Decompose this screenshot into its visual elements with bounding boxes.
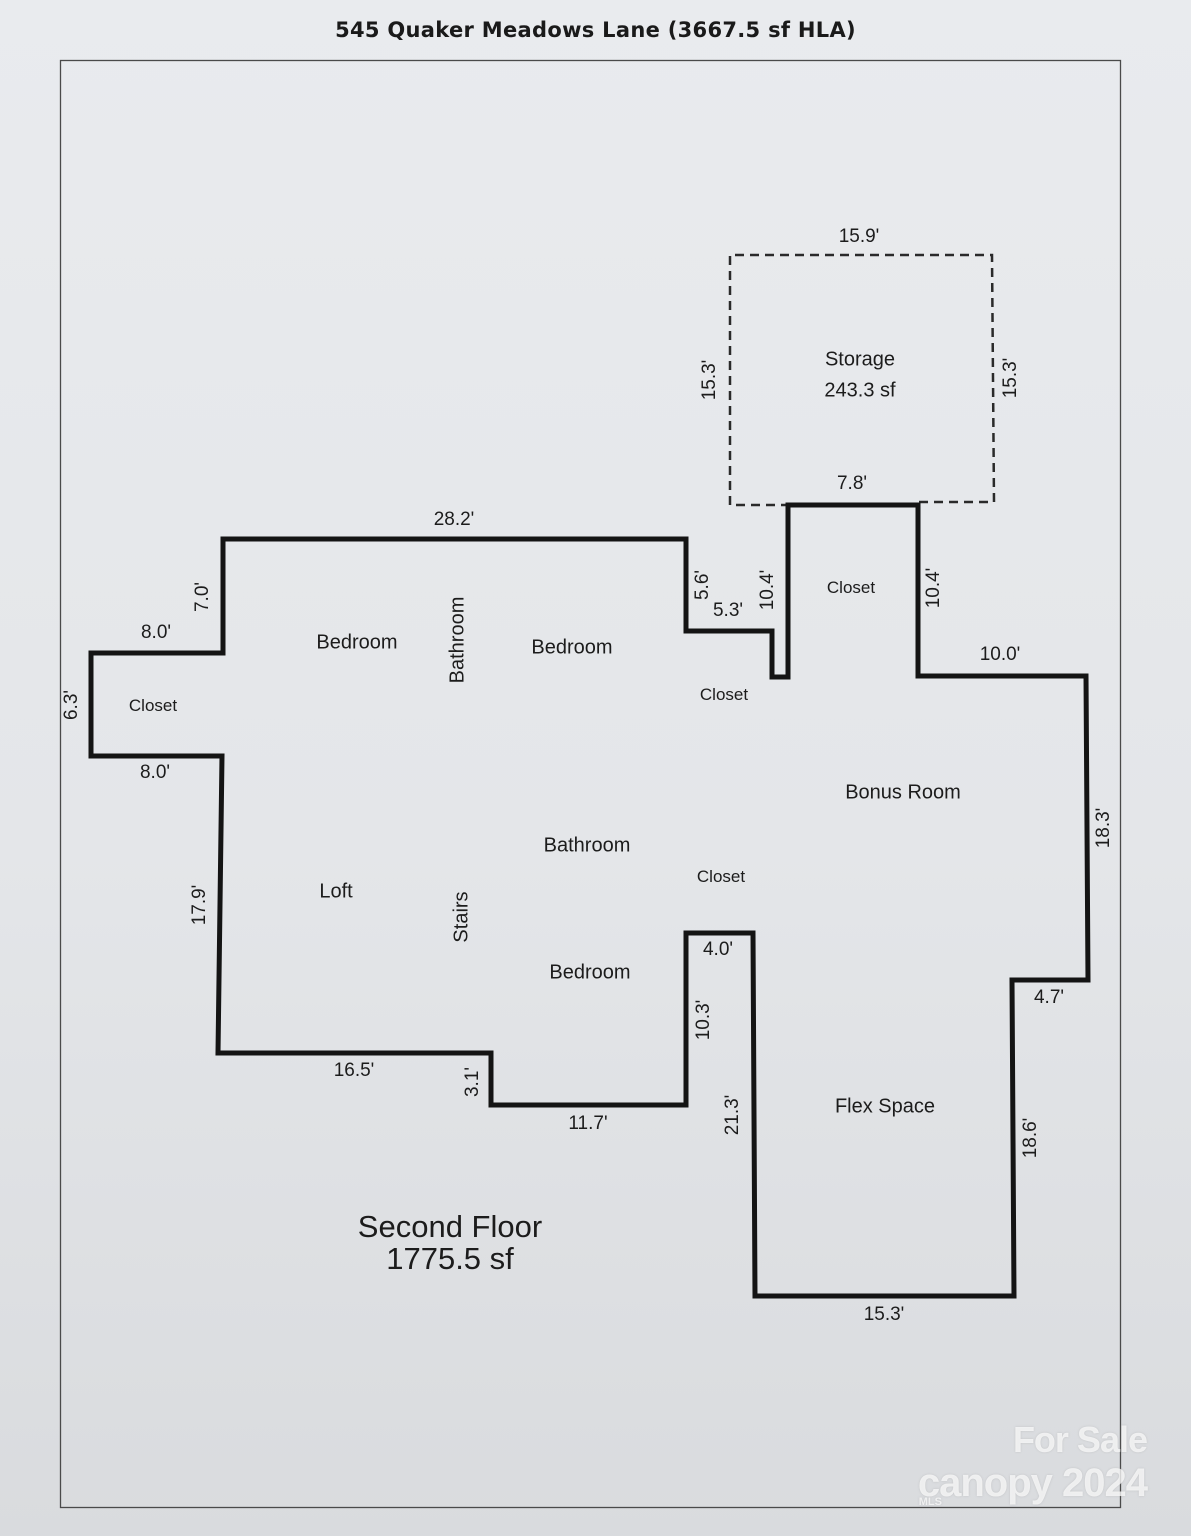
- bedroom-south-label: Bedroom: [549, 961, 631, 984]
- closet-mid-upper-label: Closet: [699, 685, 749, 704]
- dim-closet-right: 10.4': [923, 567, 944, 609]
- dim-bottom-left: 16.5': [333, 1060, 375, 1081]
- dim-main-top: 28.2': [433, 509, 475, 530]
- watermark-brand: canopy: [917, 1461, 1053, 1505]
- dim-closet-west-bottom: 8.0': [139, 762, 171, 783]
- dim-flex-bottom: 15.3': [863, 1304, 905, 1325]
- closet-mid-lower-label: Closet: [696, 867, 746, 886]
- bedroom-nw-label: Bedroom: [316, 631, 398, 654]
- dim-ne-step: 5.6': [692, 569, 713, 601]
- dim-flex-notch-top: 4.0': [702, 939, 734, 960]
- bathroom-vertical-label: Bathroom: [446, 596, 469, 684]
- dim-ne-step-width: 5.3': [712, 600, 744, 621]
- dim-closet-left: 10.4': [757, 569, 778, 611]
- dim-bottom-step: 3.1': [462, 1066, 483, 1098]
- watermark-brand-line: canopy 2024: [917, 1461, 1148, 1506]
- floor-area: 1775.5 sf: [386, 1241, 514, 1276]
- dim-storage-right: 15.3': [1000, 357, 1021, 399]
- page-frame: [59, 59, 1122, 1509]
- dim-bonus-right: 18.3': [1093, 807, 1114, 849]
- closet-top-label: Closet: [826, 578, 876, 597]
- dim-notch-inner: 10.3': [693, 999, 714, 1041]
- loft-label: Loft: [319, 880, 353, 903]
- floor-name: Second Floor: [357, 1209, 543, 1244]
- storage-label: Storage: [824, 348, 896, 371]
- page-title: 545 Quaker Meadows Lane (3667.5 sf HLA): [335, 18, 856, 42]
- closet-west-label: Closet: [128, 696, 178, 715]
- storage-outline: [728, 253, 996, 507]
- dim-closet-west-top: 8.0': [140, 622, 172, 643]
- dim-flex-left: 21.3': [722, 1094, 743, 1136]
- dim-storage-left: 15.3': [699, 359, 720, 401]
- watermark-mls: MLS: [918, 1496, 942, 1508]
- watermark-year: 2024: [1062, 1461, 1148, 1505]
- dim-storage-top: 15.9': [838, 226, 880, 247]
- flex-space-label: Flex Space: [834, 1095, 936, 1118]
- storage-area: 243.3 sf: [824, 379, 896, 402]
- dim-bottom-mid: 11.7': [568, 1113, 608, 1134]
- watermark-for-sale: For Sale: [1012, 1419, 1148, 1460]
- dim-nw-notch: 7.0': [192, 581, 213, 613]
- dim-closet-west-side: 6.3': [61, 689, 82, 721]
- bedroom-ne-label: Bedroom: [531, 636, 613, 659]
- stairs-label: Stairs: [450, 891, 473, 943]
- bathroom-center-label: Bathroom: [543, 834, 631, 857]
- dim-loft-left: 17.9': [189, 884, 210, 926]
- for-sale-watermark: For Sale canopy 2024 MLS: [917, 1419, 1148, 1508]
- dim-closet-top: 7.8': [836, 473, 868, 494]
- floor-summary: Second Floor 1775.5 sf: [358, 1211, 542, 1275]
- bonus-room-label: Bonus Room: [845, 781, 961, 804]
- dim-flex-right: 18.6': [1020, 1117, 1041, 1159]
- dim-bonus-top: 10.0': [979, 644, 1021, 665]
- dim-flex-step: 4.7': [1033, 987, 1065, 1008]
- second-floor-outline: [88, 502, 1091, 1299]
